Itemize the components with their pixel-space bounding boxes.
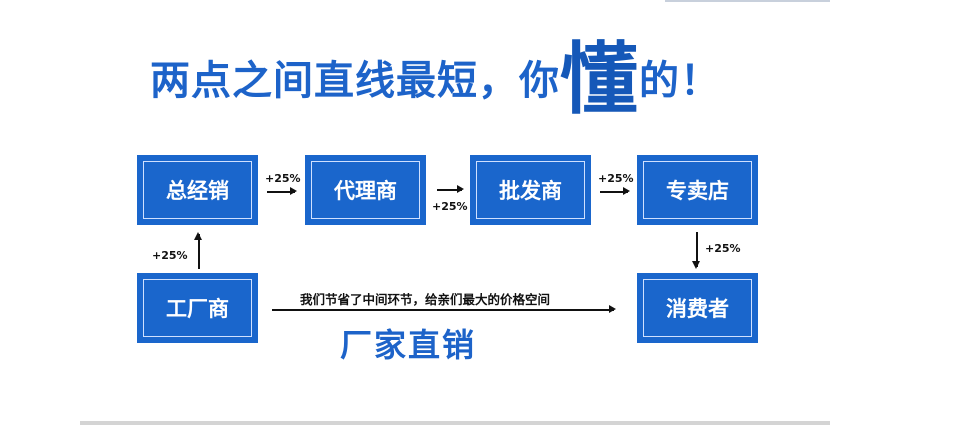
markup-label: +25% bbox=[705, 242, 741, 255]
box-label: 消费者 bbox=[643, 279, 752, 337]
headline-emphasis: 懂 bbox=[560, 35, 640, 125]
arrow-right-icon bbox=[267, 188, 297, 194]
headline-end: 的！ bbox=[639, 58, 722, 104]
box-store: 专卖店 bbox=[637, 155, 758, 225]
arrow-down-icon bbox=[693, 232, 699, 269]
box-label: 代理商 bbox=[311, 161, 420, 219]
box-label: 总经销 bbox=[143, 161, 252, 219]
markup-label: +25% bbox=[265, 172, 301, 185]
box-label: 专卖店 bbox=[643, 161, 752, 219]
box-general-distributor: 总经销 bbox=[137, 155, 258, 225]
direct-route-note: 我们节省了中间环节，给亲们最大的价格空间 bbox=[300, 292, 551, 307]
arrow-up-icon bbox=[195, 232, 201, 269]
arrow-right-icon bbox=[437, 186, 464, 192]
headline-main: 两点之间直线最短，你 bbox=[150, 58, 560, 104]
box-consumer: 消费者 bbox=[637, 273, 758, 343]
arrow-right-icon bbox=[600, 188, 630, 194]
bottom-divider bbox=[80, 421, 830, 425]
markup-label: +25% bbox=[152, 249, 188, 262]
box-label: 批发商 bbox=[476, 161, 585, 219]
top-divider bbox=[665, 0, 830, 2]
box-factory: 工厂商 bbox=[137, 273, 258, 343]
box-label: 工厂商 bbox=[143, 279, 252, 337]
factory-direct-label: 厂家直销 bbox=[340, 326, 477, 364]
headline: 两点之间直线最短，你懂的！ bbox=[150, 41, 722, 119]
markup-label: +25% bbox=[598, 172, 634, 185]
arrow-right-icon bbox=[272, 306, 616, 312]
markup-label: +25% bbox=[432, 200, 468, 213]
box-wholesaler: 批发商 bbox=[470, 155, 591, 225]
box-agent: 代理商 bbox=[305, 155, 426, 225]
